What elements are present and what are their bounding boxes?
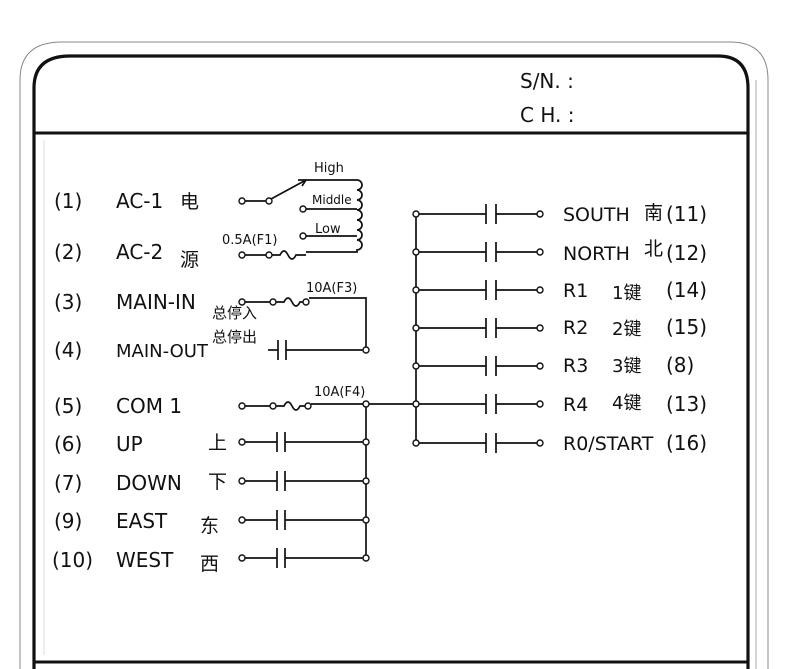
speed-selector-switch: High Middle Low	[238, 161, 363, 253]
fuse-f1-label: 0.5A(F1)	[222, 233, 277, 248]
terminal-number: (7)	[54, 471, 82, 495]
terminal-label: MAIN-IN	[116, 290, 196, 314]
terminal-number: (3)	[54, 290, 82, 314]
terminal-cn-label: 1键	[612, 283, 641, 304]
terminal-number: (11)	[666, 202, 707, 226]
terminal-9: (9) EAST 东	[54, 509, 219, 537]
r2-contact	[412, 318, 544, 338]
r3-contact	[412, 356, 544, 376]
terminal-label: WEST	[116, 548, 174, 572]
terminal-10: (10) WEST 西	[52, 548, 219, 575]
transformer-coil	[306, 179, 363, 253]
terminal-cn-label: 总停入	[212, 304, 257, 322]
terminal-number: (14)	[666, 278, 707, 302]
speed-low-label: Low	[315, 222, 341, 237]
terminal-label: R4	[563, 394, 588, 416]
terminal-13: R4 4键 (13)	[563, 392, 707, 416]
terminal-6: (6) UP 上	[54, 432, 227, 456]
terminal-label: COM 1	[116, 394, 182, 418]
terminal-label: SOUTH	[563, 204, 630, 226]
channel-label: C H. :	[520, 103, 574, 127]
terminal-label: AC-1	[116, 189, 163, 213]
terminal-15: R2 2键 (15)	[563, 315, 707, 340]
terminal-label: R2	[563, 317, 588, 339]
terminal-label: R3	[563, 355, 588, 377]
terminal-cn-label: 北	[644, 238, 663, 260]
speed-middle-label: Middle	[312, 193, 352, 207]
terminal-number: (8)	[666, 353, 694, 377]
terminal-cn-label: 2键	[612, 319, 641, 340]
terminal-label: AC-2	[116, 240, 163, 264]
right-contact-bus	[412, 204, 544, 453]
fuse-f3-label: 10A(F3)	[306, 281, 357, 296]
down-contact	[238, 471, 370, 491]
terminal-cn-label: 3键	[612, 356, 641, 377]
terminal-cn-label: 上	[208, 432, 227, 454]
fuse-f3: 10A(F3)	[238, 281, 367, 350]
terminal-8: R3 3键 (8)	[563, 353, 694, 377]
terminal-number: (9)	[54, 509, 82, 533]
terminal-14: R1 1键 (14)	[563, 278, 707, 304]
up-contact	[238, 432, 370, 452]
terminal-label: NORTH	[563, 243, 630, 265]
terminal-4: (4) MAIN-OUT 总停出	[54, 328, 257, 362]
fuse-f4-label: 10A(F4)	[314, 385, 365, 400]
terminal-cn-label: 南	[644, 202, 663, 224]
terminal-number: (6)	[54, 432, 82, 456]
r1-contact	[412, 280, 544, 300]
terminal-cn-label: 源	[180, 249, 199, 271]
terminal-cn-label: 东	[200, 515, 219, 537]
terminal-number: (4)	[54, 338, 82, 362]
terminal-number: (13)	[666, 392, 707, 416]
terminal-number: (1)	[54, 189, 82, 213]
terminal-label: UP	[116, 432, 143, 456]
board-outer-outline	[19, 41, 769, 669]
terminal-12: NORTH 北 (12)	[563, 238, 707, 265]
terminal-11: SOUTH 南 (11)	[563, 202, 707, 226]
r0-start-contact	[412, 433, 544, 453]
terminal-label: MAIN-OUT	[116, 341, 209, 362]
west-contact	[238, 548, 370, 568]
terminal-3: (3) MAIN-IN 总停入	[54, 290, 257, 322]
terminal-5: (5) COM 1	[54, 394, 182, 418]
terminal-number: (12)	[666, 241, 707, 265]
terminal-number: (2)	[54, 240, 82, 264]
south-contact	[412, 204, 544, 224]
terminal-label: DOWN	[116, 471, 182, 495]
north-contact	[412, 242, 544, 262]
fuse-f1: 0.5A(F1)	[222, 233, 306, 260]
terminal-cn-label: 4键	[612, 393, 641, 414]
terminal-cn-label: 电	[180, 191, 199, 213]
board-outline	[32, 54, 750, 669]
terminal-label: R0/START	[563, 433, 654, 455]
terminal-label: R1	[563, 280, 588, 302]
r4-contact	[412, 394, 544, 414]
east-contact	[238, 510, 370, 530]
main-out-contact	[268, 340, 370, 360]
terminal-number: (10)	[52, 548, 93, 572]
terminal-16: R0/START (16)	[563, 431, 707, 455]
terminal-number: (15)	[666, 315, 707, 339]
terminal-7: (7) DOWN 下	[54, 471, 227, 495]
left-contact-bus	[238, 400, 370, 568]
terminal-cn-label: 总停出	[212, 328, 257, 346]
terminal-number: (5)	[54, 394, 82, 418]
fuse-f4: 10A(F4)	[238, 385, 416, 411]
speed-high-label: High	[314, 161, 344, 176]
terminal-cn-label: 下	[208, 471, 227, 493]
terminal-2: (2) AC-2 源	[54, 240, 199, 271]
terminal-1: (1) AC-1 电	[54, 189, 199, 213]
terminal-label: EAST	[116, 509, 168, 533]
terminal-number: (16)	[666, 431, 707, 455]
terminal-cn-label: 西	[200, 553, 219, 575]
serial-number-label: S/N. :	[520, 69, 574, 93]
